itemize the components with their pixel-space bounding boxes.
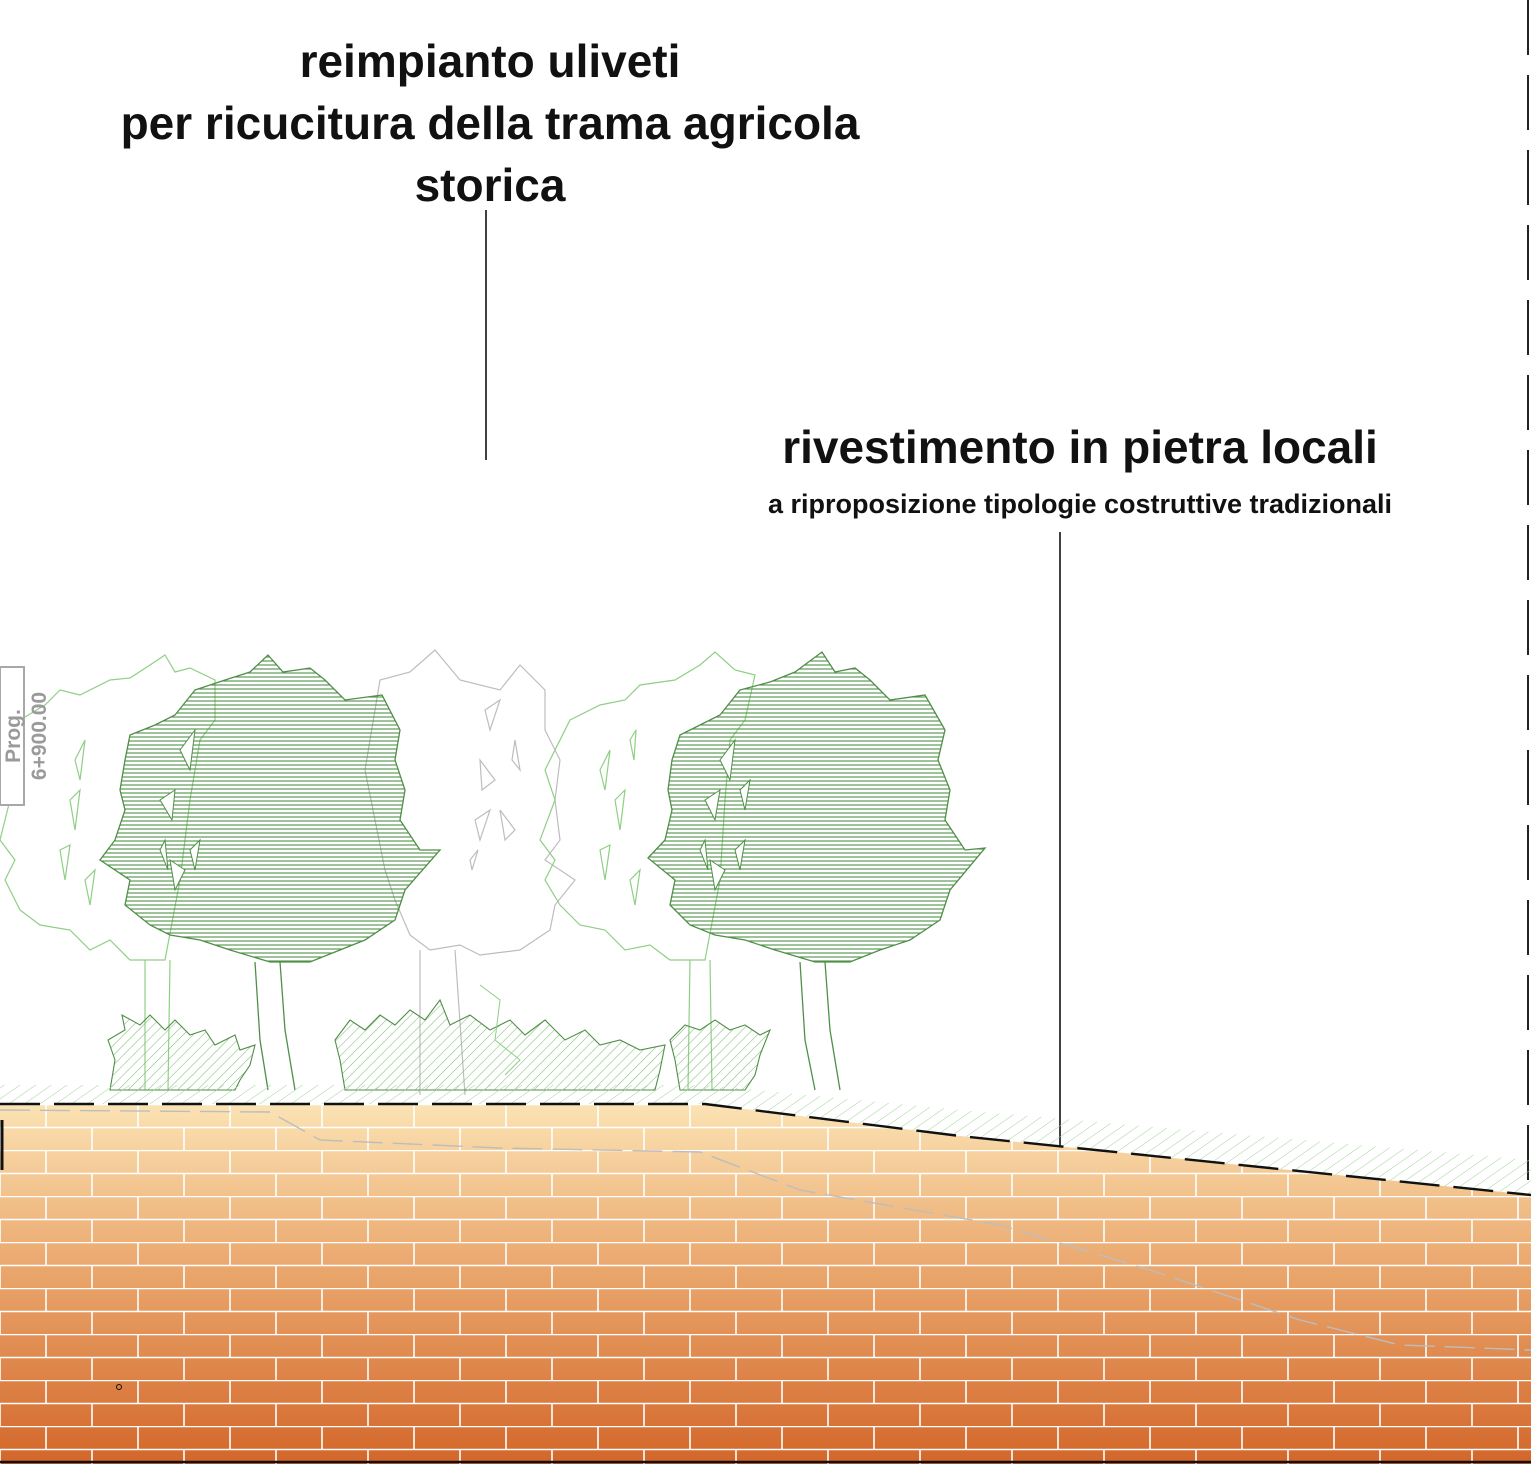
stone-cladding-subtitle: a riproposizione tipologie costruttive t… [767, 489, 1393, 519]
ground-cover [0, 1085, 1531, 1195]
shrub-left [107, 1013, 256, 1091]
olive-tree-left [99, 654, 442, 1091]
olive-title-line3: storica [414, 159, 566, 211]
olive-title-line1: reimpianto uliveti [299, 35, 681, 87]
shrub-middle [334, 984, 666, 1091]
olive-title-line2: per ricucitura della trama agricola [120, 97, 860, 149]
terrain-profile-line [0, 1102, 1531, 1197]
shrub-right [669, 1019, 772, 1091]
station-progressive-label: Prog. 6+900.00 [0, 666, 51, 806]
olive-tree-right [647, 651, 987, 1091]
olive-planting-label: reimpianto uliveti per ricucitura della … [40, 30, 940, 216]
survey-point-marker [116, 1384, 122, 1390]
existing-terrain-line [0, 1109, 1531, 1351]
stone-cladding-title: rivestimento in pietra locali [782, 421, 1378, 473]
